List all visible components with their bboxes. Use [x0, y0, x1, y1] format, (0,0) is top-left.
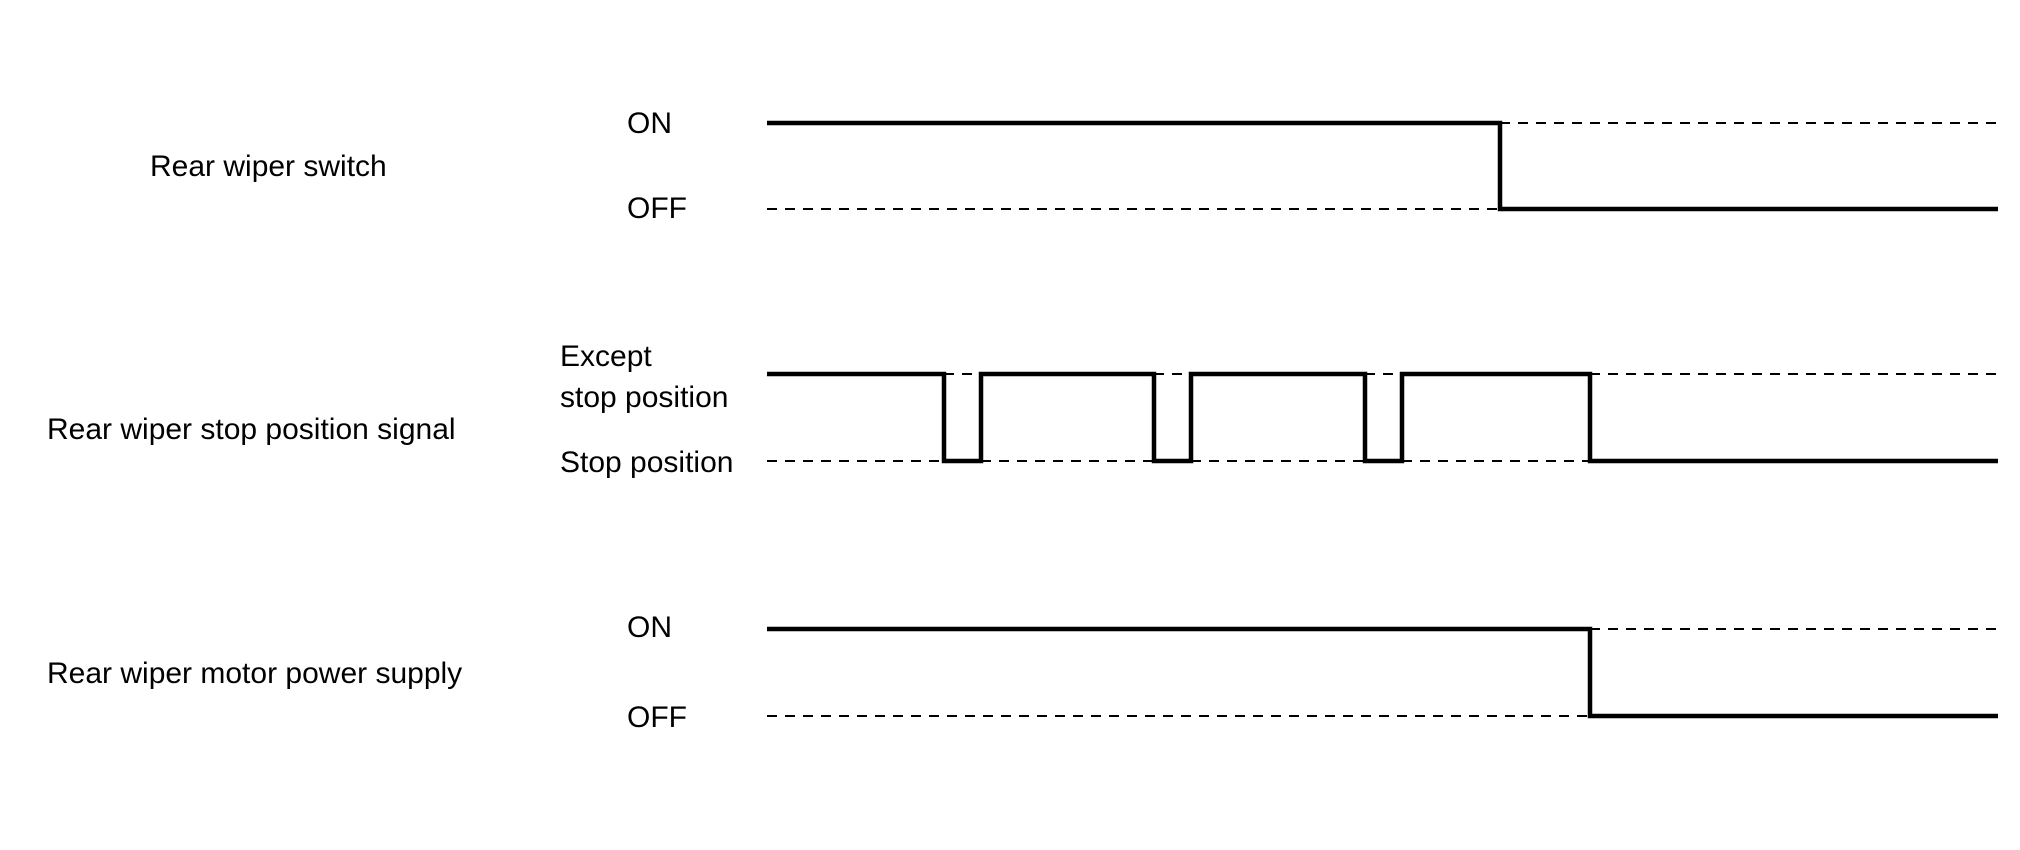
level-off-label: OFF	[627, 701, 687, 734]
signal-label: Rear wiper switch	[150, 150, 387, 183]
level-except-stop-label-line2: stop position	[560, 381, 728, 414]
level-off-label: OFF	[627, 192, 687, 225]
level-on-label: ON	[627, 611, 672, 644]
signal-waveform	[767, 371, 1998, 464]
level-except-stop-label-line1: Except	[560, 340, 652, 373]
signal-rear-wiper-motor-power-supply: Rear wiper motor power supply ON OFF	[47, 611, 1998, 734]
signal-label: Rear wiper stop position signal	[47, 413, 456, 446]
signal-waveform	[767, 626, 1998, 719]
signal-rear-wiper-stop-position: Rear wiper stop position signal Except s…	[47, 340, 1998, 479]
signal-waveform	[767, 120, 1998, 212]
level-on-label: ON	[627, 107, 672, 140]
signal-rear-wiper-switch: Rear wiper switch ON OFF	[150, 107, 1998, 225]
level-stop-position-label: Stop position	[560, 446, 733, 479]
signal-label: Rear wiper motor power supply	[47, 657, 462, 690]
